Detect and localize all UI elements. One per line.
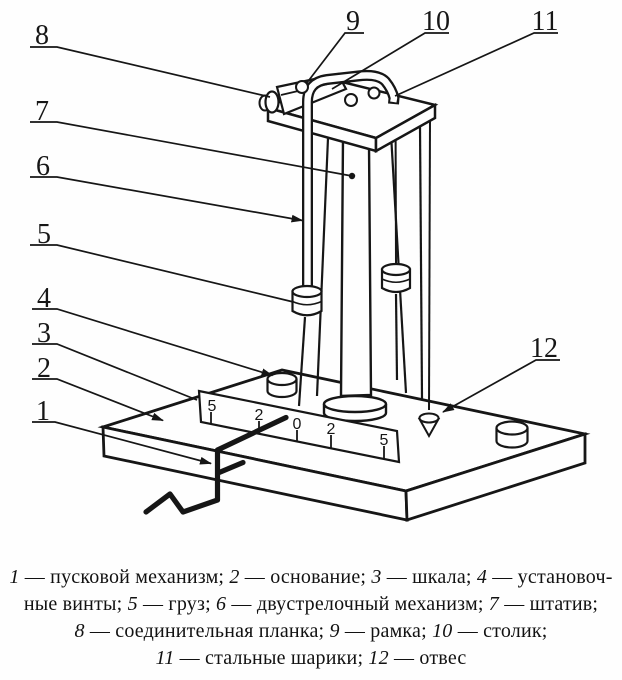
table-front-right-face <box>374 102 437 154</box>
scale-label-5-right: 5 <box>380 432 389 449</box>
leader-6 <box>30 176 304 223</box>
scale-label-2-left: 2 <box>255 407 264 424</box>
callout-2: 2 <box>37 353 51 384</box>
leader-5 <box>30 244 294 303</box>
scale-ticks <box>210 412 385 459</box>
callout-8: 8 <box>35 20 49 51</box>
leader-lines <box>30 32 560 465</box>
callout-numbers: 1 2 3 4 5 6 7 8 9 10 11 12 <box>35 6 558 427</box>
callout-7: 7 <box>35 96 49 127</box>
plank-end-cap <box>264 90 280 114</box>
column <box>339 135 373 398</box>
caption-line-2: ные винты; 5 — груз; 6 — двустрелочный м… <box>23 593 599 615</box>
leveling-screw-right <box>495 420 529 449</box>
leader-4 <box>32 308 274 377</box>
plumb-cord <box>428 118 431 411</box>
leader-11 <box>394 32 558 97</box>
leader-7-dot <box>348 172 356 180</box>
steel-ball-left <box>344 93 358 107</box>
scale-label-2-right: 2 <box>327 421 336 438</box>
leader-10 <box>331 32 449 90</box>
callout-5: 5 <box>37 219 51 250</box>
scale-label-0: 0 <box>293 416 302 433</box>
callout-11: 11 <box>532 6 559 37</box>
table-leg-left <box>315 137 330 397</box>
leader-7 <box>30 121 353 177</box>
caption-line-1: 1 — пусковой механизм; 2 — основание; 3 … <box>9 566 613 588</box>
table-leg-right-back <box>418 125 424 400</box>
figure-caption: 1 — пусковой механизм; 2 — основание; 3 … <box>0 564 622 672</box>
callout-12: 12 <box>530 333 558 364</box>
callout-9: 9 <box>346 6 360 37</box>
base-right-face <box>404 432 587 522</box>
callout-6: 6 <box>36 151 50 182</box>
support-rods <box>315 106 431 411</box>
leveling-screw-left <box>266 371 298 399</box>
pointer-string <box>297 316 307 407</box>
leader-1 <box>32 421 212 465</box>
scale-label-5-left: 5 <box>208 398 217 415</box>
caption-line-3: 8 — соединительная планка; 9 — рамка; 10… <box>74 620 548 642</box>
callout-3: 3 <box>37 318 51 349</box>
leader-2 <box>32 378 164 422</box>
steel-ball-on-plank <box>295 80 309 94</box>
apparatus-diagram: 5 2 0 2 5 <box>30 6 591 522</box>
leader-3 <box>32 343 198 401</box>
leader-8 <box>30 46 271 98</box>
frame-band <box>302 69 400 289</box>
trigger-stub <box>215 459 246 476</box>
scale-numbers: 5 2 0 2 5 <box>208 398 389 449</box>
callout-10: 10 <box>422 6 450 37</box>
scale-plate: 5 2 0 2 5 <box>197 389 401 464</box>
weight-right <box>380 262 412 381</box>
column-collar <box>322 394 388 423</box>
leader-12 <box>442 359 560 413</box>
right-string-lower <box>394 293 399 381</box>
leader-9 <box>305 32 364 85</box>
steel-balls <box>295 80 381 107</box>
plumb-bob <box>417 412 441 439</box>
callout-1: 1 <box>36 396 50 427</box>
trigger-lever <box>143 414 289 515</box>
weight-left <box>291 284 323 407</box>
callout-4: 4 <box>37 283 51 314</box>
caption-line-4: 11 — стальные шарики; 12 — отвес <box>155 647 467 669</box>
steel-ball-right <box>367 86 381 100</box>
